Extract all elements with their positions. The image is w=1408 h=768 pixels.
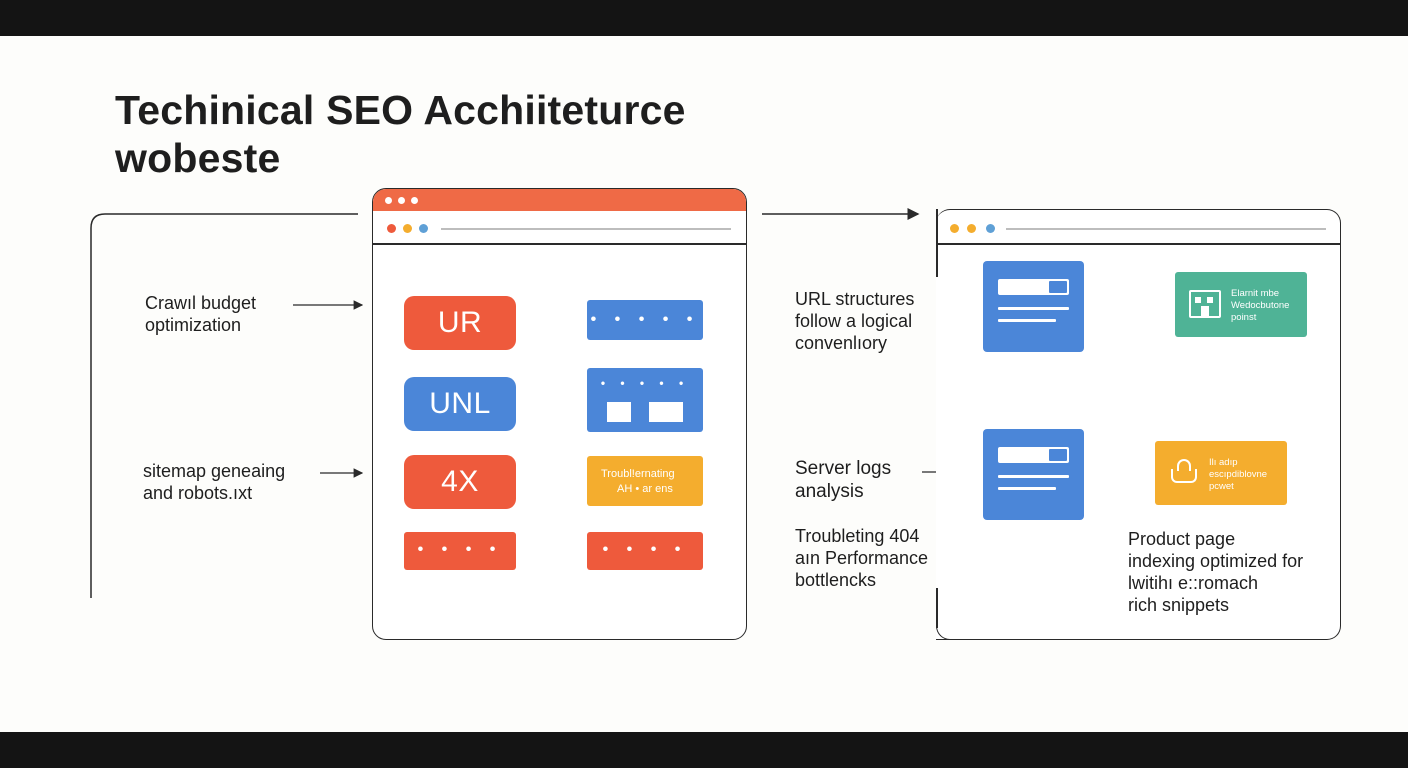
card-line bbox=[998, 307, 1069, 310]
window-dot bbox=[385, 197, 392, 204]
title-line-2: wobeste bbox=[115, 135, 281, 181]
label-troubleshooting: Troubleting 404 aın Performance bottlenc… bbox=[795, 526, 929, 590]
diagram-title: Techinical SEO Acchiiteturce wobeste bbox=[115, 86, 755, 182]
rich-result-card-teal: Elarnit mbe Wedocbutone poinst bbox=[1175, 272, 1307, 337]
label-crawl-budget: Crawıl budget optimization bbox=[145, 293, 257, 335]
left-frame-line bbox=[90, 213, 358, 598]
error-4x-box: 4X bbox=[404, 455, 516, 509]
window-separator bbox=[936, 243, 1340, 245]
page-card-bottom bbox=[983, 429, 1084, 520]
card-line bbox=[998, 319, 1056, 322]
label-sitemap: sitemap geneaing and robots.ıxt bbox=[143, 461, 286, 503]
right-window-left-edge-top bbox=[936, 209, 938, 277]
page-card-top bbox=[983, 261, 1084, 352]
window-dot bbox=[411, 197, 418, 204]
top-letterbox-bar bbox=[0, 0, 1408, 36]
window-dot-blue bbox=[419, 224, 428, 233]
layout-block-left bbox=[607, 402, 631, 422]
card-bar bbox=[998, 279, 1069, 295]
window-titlebar bbox=[373, 189, 746, 211]
unl-box: UNL bbox=[404, 377, 516, 431]
dots-box-blue: • • • • • bbox=[587, 300, 703, 340]
window-separator bbox=[373, 243, 746, 245]
address-bar bbox=[441, 228, 731, 230]
bottom-letterbox-bar bbox=[0, 732, 1408, 768]
label-product-page: Product page indexing optimized for lwit… bbox=[1128, 529, 1304, 615]
card-line bbox=[998, 487, 1056, 490]
label-server-logs: Server logs analysis bbox=[795, 458, 892, 502]
title-line-1: Techinical SEO Acchiiteturce bbox=[115, 87, 686, 133]
page-layout-box: • • • • • bbox=[587, 368, 703, 432]
troubleshooting-box: Troubl!ernating AH • ar ens bbox=[587, 456, 703, 506]
right-window-left-edge-bottom bbox=[936, 588, 938, 628]
url-box: UR bbox=[404, 296, 516, 350]
layout-block-right bbox=[649, 402, 683, 422]
window-dot-orange bbox=[967, 224, 976, 233]
window-dot-orange bbox=[403, 224, 412, 233]
dots-box-red: • • • • bbox=[404, 532, 516, 570]
address-bar bbox=[1006, 228, 1326, 230]
building-icon bbox=[1189, 290, 1221, 318]
window-dot-blue bbox=[986, 224, 995, 233]
rich-result-card-orange: Ilı adıp escıpdiblovne pcwet bbox=[1155, 441, 1287, 505]
label-url-structures: URL structures follow a logical convenlı… bbox=[795, 289, 915, 353]
window-dot-red bbox=[387, 224, 396, 233]
window-dot bbox=[398, 197, 405, 204]
window-dot-orange bbox=[950, 224, 959, 233]
basket-icon bbox=[1169, 459, 1199, 485]
card-bar bbox=[998, 447, 1069, 463]
dots-box-red-right: • • • • bbox=[587, 532, 703, 570]
card-line bbox=[998, 475, 1069, 478]
